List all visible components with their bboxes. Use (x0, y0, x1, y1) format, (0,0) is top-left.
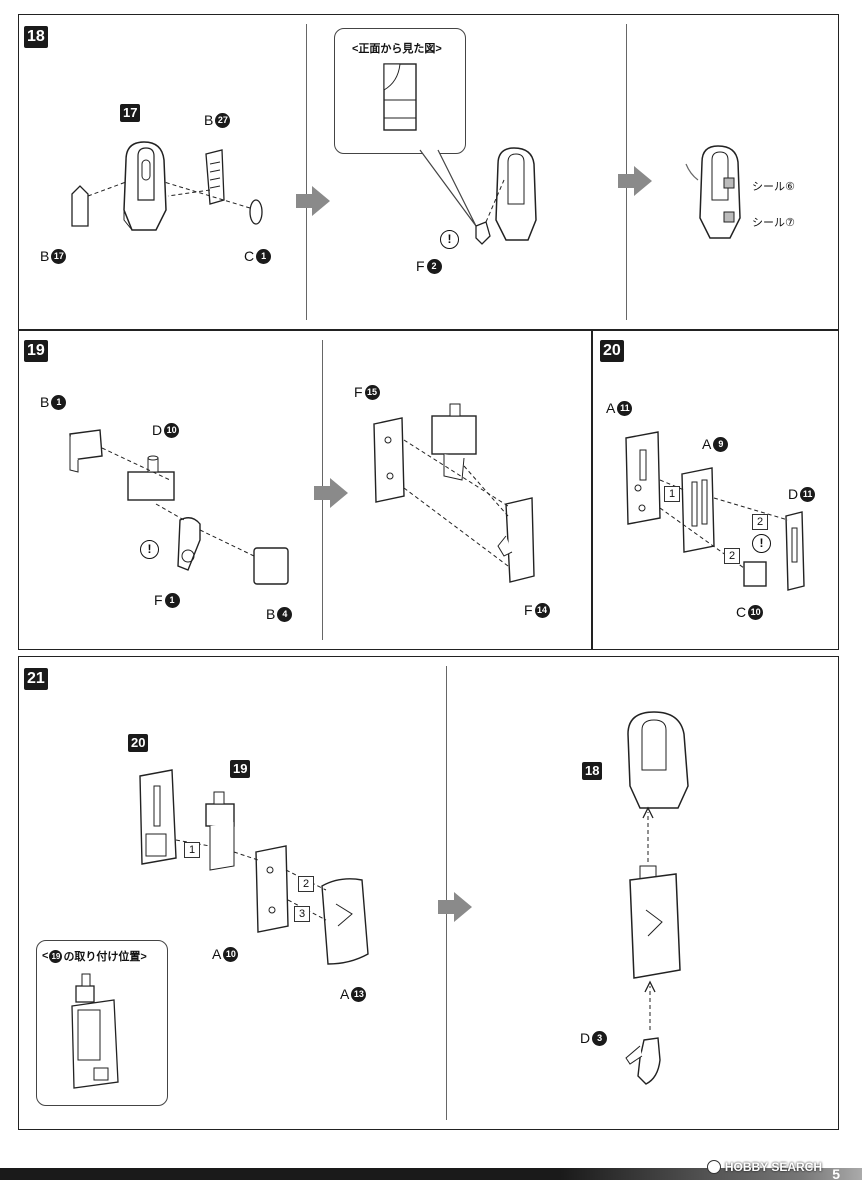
part-letter: F (416, 258, 425, 274)
step-21-subassembly-18: 18 (582, 762, 603, 780)
order-badge-1: 1 (664, 486, 680, 502)
part-label-a11: A 11 (606, 400, 633, 416)
part-number-badge: 17 (51, 248, 67, 264)
step-21-final-drawing (625, 711, 689, 1085)
part-label-b4: B 4 (266, 606, 293, 622)
part-label-b17: B 17 (40, 248, 67, 264)
step-20-number: 20 (600, 340, 624, 362)
caution-icon: ! (440, 230, 459, 249)
part-letter: B (204, 112, 214, 128)
part-letter: A (212, 946, 222, 962)
seal-7-label: シール⑦ (752, 217, 795, 229)
part-label-b1: B 1 (40, 394, 67, 410)
step-21-arrow (438, 892, 472, 922)
step-18-divider-1 (306, 24, 307, 320)
part-letter: D (152, 422, 163, 438)
part-number-badge: 1 (51, 394, 67, 410)
part-number-badge: 10 (223, 946, 239, 962)
front-view-drawing (383, 63, 417, 131)
part-label-a9: A 9 (702, 436, 729, 452)
front-view-title: <正面から見た図> (352, 43, 442, 55)
part-label-d10: D 10 (152, 422, 180, 438)
mount-title-prefix: < (42, 950, 49, 962)
step-19-panel (18, 330, 592, 650)
part-number-badge: 14 (534, 602, 550, 618)
part-letter: F (154, 592, 163, 608)
mount-title-rest: の取り付け位置> (63, 951, 147, 963)
part-label-f14: F 14 (524, 602, 550, 618)
step-18-part-drawing (71, 141, 263, 231)
step-19-part-drawing (69, 429, 289, 585)
step-19-part-drawing-2 (373, 403, 535, 583)
step-19-arrow (314, 478, 348, 508)
part-letter: C (244, 248, 255, 264)
step-18-subassembly-17: 17 (120, 104, 141, 122)
part-letter: D (580, 1030, 591, 1046)
part-letter: B (266, 606, 276, 622)
part-number-badge: 2 (426, 258, 442, 274)
part-letter: A (340, 986, 350, 1002)
part-label-f15: F 15 (354, 384, 380, 400)
seal-6-label: シール⑥ (752, 181, 795, 193)
part-letter: F (524, 602, 533, 618)
step-21-number: 21 (24, 668, 48, 690)
part-number-badge: 9 (713, 436, 729, 452)
part-letter: D (788, 486, 799, 502)
order-badge-2a: 2 (752, 514, 768, 530)
part-letter: B (40, 248, 50, 264)
part-letter: C (736, 604, 747, 620)
step-19-number: 19 (24, 340, 48, 362)
step-21-subassembly-19: 19 (230, 760, 251, 778)
hobby-search-watermark: HOBBY SEARCH (706, 1160, 822, 1174)
page-number: 5 (832, 1166, 840, 1182)
step-20-part-drawing (625, 431, 805, 591)
step-18-arrow-1 (296, 186, 330, 216)
mount-position-drawing (71, 973, 119, 1089)
part-number-badge: 10 (164, 422, 180, 438)
step-18-finished-drawing (685, 145, 741, 239)
footer-fade (560, 1168, 862, 1180)
watermark-text: HOBBY SEARCH (724, 1160, 822, 1174)
step-21-subassembly-20: 20 (128, 734, 149, 752)
part-letter: B (40, 394, 50, 410)
step-18-arrow-2 (618, 166, 652, 196)
part-label-f2: F 2 (416, 258, 442, 274)
part-label-c1: C 1 (244, 248, 272, 264)
step-21-divider (446, 666, 447, 1120)
step-21-part-drawing (139, 769, 369, 965)
part-letter: F (354, 384, 363, 400)
part-number-badge: 3 (592, 1030, 608, 1046)
part-number-badge: 11 (617, 400, 633, 416)
caution-icon: ! (140, 540, 159, 559)
step-18-part-drawing-2 (475, 147, 537, 245)
part-label-d3: D 3 (580, 1030, 608, 1046)
part-letter: A (702, 436, 712, 452)
order-badge-1: 1 (184, 842, 200, 858)
part-label-c10: C 10 (736, 604, 764, 620)
watermark-logo-icon (706, 1160, 721, 1174)
order-badge-2b: 2 (724, 548, 740, 564)
mount-position-title: < 19 の取り付け位置> (42, 948, 147, 964)
caution-icon: ! (752, 534, 771, 553)
step-18-divider-2 (626, 24, 627, 320)
order-badge-3: 3 (294, 906, 310, 922)
part-number-badge: 4 (277, 606, 293, 622)
part-number-badge: 15 (364, 384, 380, 400)
part-number-badge: 1 (256, 248, 272, 264)
part-number-badge: 27 (215, 112, 231, 128)
part-label-a13: A 13 (340, 986, 367, 1002)
part-number-badge: 11 (800, 486, 816, 502)
part-letter: A (606, 400, 616, 416)
part-number-badge: 13 (351, 986, 367, 1002)
part-label-d11: D 11 (788, 486, 816, 502)
step-18-number: 18 (24, 26, 48, 48)
part-number-badge: 1 (164, 592, 180, 608)
mount-title-number: 19 (49, 949, 63, 963)
part-label-a10: A 10 (212, 946, 239, 962)
part-label-b27: B 27 (204, 112, 231, 128)
part-label-f1: F 1 (154, 592, 180, 608)
order-badge-2: 2 (298, 876, 314, 892)
part-number-badge: 10 (748, 604, 764, 620)
